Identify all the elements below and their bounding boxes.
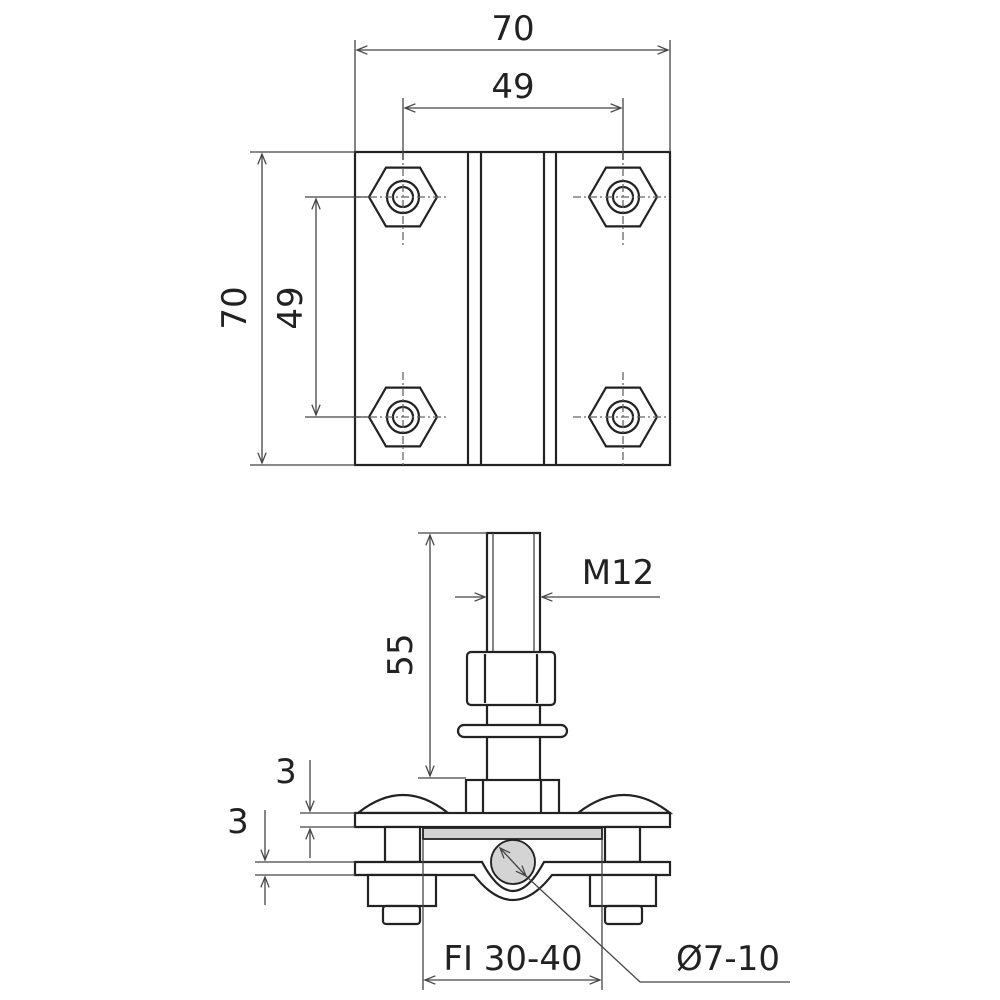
side-dimensions [255,532,790,990]
dim-height-70: 70 [215,286,255,329]
dim-upper-thickness-3: 3 [275,752,297,792]
dim-round-range: Ø7-10 [676,939,780,979]
dim-height-49: 49 [271,286,311,329]
dim-flat-range: FI 30-40 [443,939,582,979]
side-view-assembly [353,531,674,926]
top-dimensions [250,40,671,466]
hex-nut-icon [573,372,668,467]
dim-holes-49: 49 [491,67,534,107]
top-view-plate [353,150,672,467]
dim-thread-m12: M12 [582,553,655,593]
hex-nut-icon [353,372,448,467]
hex-nuts-top [353,152,668,467]
hex-nut-icon [353,152,448,247]
hex-nut-icon [573,152,668,247]
dim-bolt-length-55: 55 [381,633,421,676]
dim-lower-thickness-3: 3 [227,802,249,842]
dim-width-70: 70 [491,9,534,49]
